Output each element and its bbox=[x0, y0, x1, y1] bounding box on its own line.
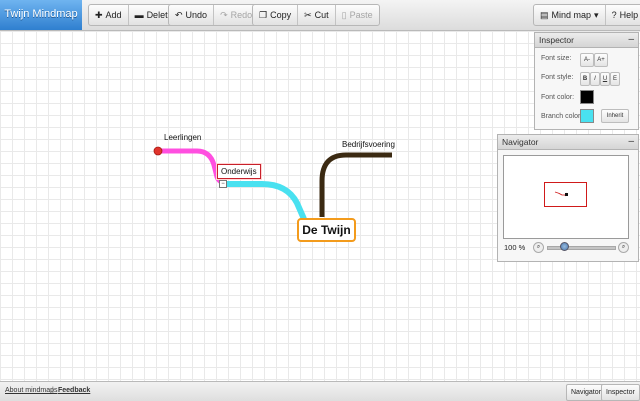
strikethrough-button[interactable]: E bbox=[610, 72, 620, 86]
branch-color-label: Branch color: bbox=[541, 113, 583, 120]
minimize-icon[interactable]: – bbox=[628, 34, 634, 45]
undo-button[interactable]: ↶Undo bbox=[175, 9, 208, 20]
clipboard-group: ❐Copy ✂Cut ▯Paste bbox=[252, 4, 380, 26]
inherit-button[interactable]: Inherit bbox=[601, 109, 629, 123]
branch-onderwijs bbox=[222, 181, 307, 221]
navigator-toggle-button[interactable]: Navigator bbox=[566, 384, 606, 401]
branch-bedrijfsvoering bbox=[319, 152, 392, 217]
node-onderwijs[interactable]: Onderwijs bbox=[217, 164, 261, 179]
history-group: ↶Undo ↷Redo bbox=[168, 4, 260, 26]
bold-button[interactable]: B bbox=[580, 72, 590, 86]
delete-button[interactable]: ▬Delete bbox=[127, 5, 179, 25]
footer: About mindmaps | Feedback Navigator Insp… bbox=[0, 381, 640, 401]
root-node[interactable]: De Twijn bbox=[297, 218, 356, 242]
font-style-label: Font style: bbox=[541, 74, 574, 81]
undo-icon: ↶ bbox=[175, 9, 183, 20]
inspector-panel: Inspector– Font size: A- A+ Font style: … bbox=[534, 32, 639, 130]
minimize-icon[interactable]: – bbox=[628, 136, 634, 147]
cut-button[interactable]: ✂Cut bbox=[297, 5, 335, 25]
minimap-shape bbox=[554, 191, 568, 197]
font-size-down-button[interactable]: A- bbox=[580, 53, 594, 67]
navigator-header: Navigator– bbox=[498, 135, 638, 150]
scissors-icon: ✂ bbox=[304, 9, 312, 20]
zoom-in-icon[interactable]: ⌕ bbox=[618, 242, 629, 253]
zoom-slider-thumb[interactable] bbox=[560, 242, 569, 251]
zoom-slider-track[interactable] bbox=[547, 246, 616, 250]
font-color-label: Font color: bbox=[541, 94, 575, 101]
mindmap-menu-button[interactable]: ▤Mind map▾ bbox=[540, 9, 599, 20]
viewport-rectangle[interactable] bbox=[544, 182, 587, 207]
zoom-level: 100 % bbox=[504, 243, 526, 252]
font-size-label: Font size: bbox=[541, 55, 572, 62]
font-size-up-button[interactable]: A+ bbox=[594, 53, 608, 67]
menu-group: ▤Mind map▾ ?Help bbox=[533, 4, 640, 26]
inspector-toggle-button[interactable]: Inspector bbox=[601, 384, 640, 401]
add-button[interactable]: ✚Add bbox=[95, 9, 122, 20]
copy-button[interactable]: ❐Copy bbox=[259, 9, 292, 20]
plus-icon: ✚ bbox=[95, 9, 103, 20]
redo-icon: ↷ bbox=[220, 9, 228, 20]
footer-separator: | bbox=[52, 387, 54, 394]
toolbar: Twijn Mindmap ✚Add ▬Delete ↶Undo ↷Redo ❐… bbox=[0, 0, 640, 31]
branch-color-swatch[interactable] bbox=[580, 109, 594, 123]
paste-button[interactable]: ▯Paste bbox=[334, 5, 379, 25]
zoom-out-icon[interactable]: ⌕ bbox=[533, 242, 544, 253]
edit-group: ✚Add ▬Delete bbox=[88, 4, 180, 26]
document-icon: ▤ bbox=[540, 9, 549, 20]
font-color-swatch[interactable] bbox=[580, 90, 594, 104]
underline-button[interactable]: U bbox=[600, 72, 610, 86]
feedback-link[interactable]: Feedback bbox=[58, 387, 91, 394]
inspector-header: Inspector– bbox=[535, 33, 638, 48]
navigator-preview[interactable] bbox=[503, 155, 629, 239]
navigator-panel: Navigator– 100 % ⌕ ⌕ bbox=[497, 134, 639, 262]
caret-down-icon: ▾ bbox=[594, 9, 599, 20]
redo-button[interactable]: ↷Redo bbox=[213, 5, 258, 25]
app-title: Twijn Mindmap bbox=[0, 0, 82, 30]
minus-icon: ▬ bbox=[134, 9, 144, 20]
italic-button[interactable]: I bbox=[590, 72, 600, 86]
help-button[interactable]: ?Help bbox=[604, 5, 640, 25]
help-icon: ? bbox=[611, 9, 617, 20]
about-link[interactable]: About mindmaps bbox=[5, 387, 58, 394]
fold-dot-icon[interactable] bbox=[153, 146, 163, 156]
copy-icon: ❐ bbox=[259, 9, 268, 20]
collapse-toggle-icon[interactable]: − bbox=[219, 180, 227, 188]
paste-icon: ▯ bbox=[341, 9, 347, 20]
node-leerlingen[interactable]: Leerlingen bbox=[164, 133, 202, 142]
node-bedrijfsvoering[interactable]: Bedrijfsvoering bbox=[342, 140, 395, 149]
